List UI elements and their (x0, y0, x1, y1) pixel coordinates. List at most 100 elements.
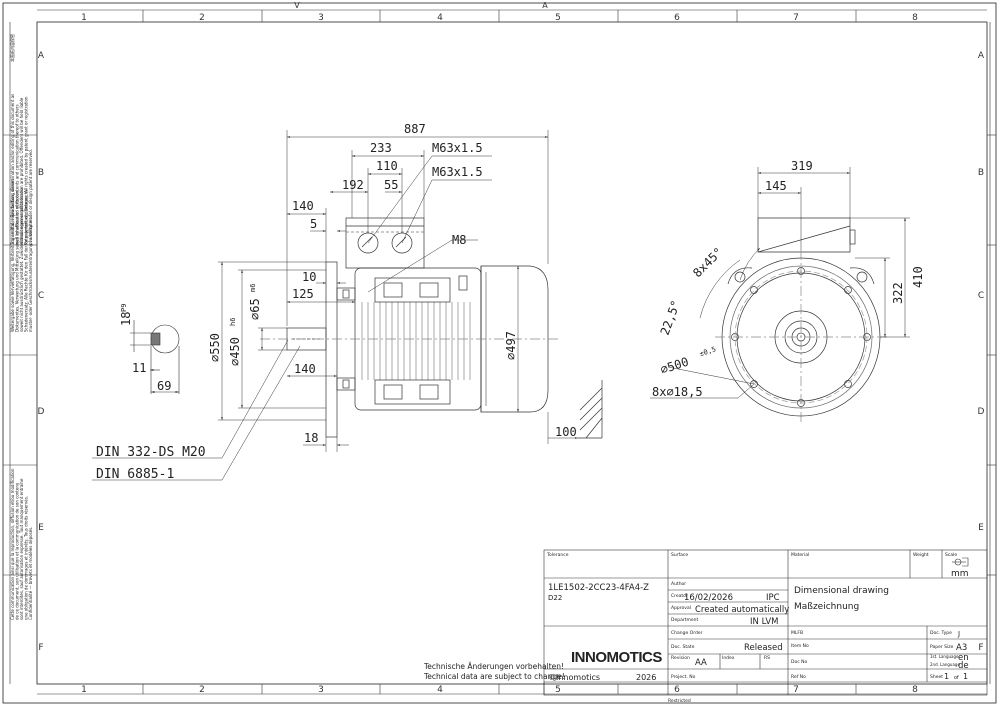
end-dimensions (650, 167, 910, 399)
mlfb-label: MLFB (791, 630, 803, 636)
copyright-year: 2026 (636, 673, 656, 682)
title-block (543, 549, 988, 696)
svg-text:Confidentialité — brevets et m: Confidentialité — brevets et modèles dép… (28, 526, 33, 620)
svg-text:of a utility model or design p: of a utility model or design patent are … (28, 149, 33, 245)
dim-322: 322 (891, 282, 905, 304)
dim-319: 319 (791, 159, 813, 173)
scale-symbol (952, 557, 969, 567)
title-en: Dimensional drawing (794, 586, 889, 596)
dim-410: 410 (911, 266, 925, 288)
dim-140-top: 140 (292, 199, 314, 213)
sheet-label: Sheet (930, 674, 943, 680)
row-label-d: D (38, 407, 45, 417)
lang1-label: 1st. Language (930, 654, 959, 659)
dim-192: 192 (342, 178, 364, 192)
row-label-a: A (38, 51, 45, 61)
svg-text:sont interdites, sauf autorisa: sont interdites, sauf autorisation expre… (19, 478, 24, 620)
dim-angle-22-5: 22,5° (658, 298, 684, 337)
side-dimensions (92, 130, 578, 481)
col-label-bottom-2: 2 (199, 685, 205, 695)
row-label-f: F (38, 643, 43, 653)
creator-date: 16/02/2026 (684, 593, 733, 603)
dim-233: 233 (370, 141, 392, 155)
svg-text:une obligation de dommages et: une obligation de dommages et intérêts. … (24, 496, 29, 620)
paper-size-value: A3 (956, 643, 967, 653)
row-label-right-b: B (978, 168, 984, 178)
svg-text:Cette communication ainsi que: Cette communication ainsi que la reprodu… (10, 468, 15, 620)
col-label-bottom-1: 1 (81, 685, 87, 695)
col-label-bottom-8: 8 (912, 685, 918, 695)
din-332-label: DIN 332-DS M20 (96, 445, 206, 460)
notice-de: Technische Änderungen vorbehalten! (423, 662, 564, 671)
svg-text:for payment of damages. All ri: for payment of damages. All rights creat… (24, 96, 29, 245)
row-label-right-e: E (978, 523, 984, 533)
side-view-motor (260, 217, 603, 439)
title-de: Maßzeichnung (794, 602, 859, 612)
lang1-value: en (958, 653, 969, 663)
doc-state-value: Released (744, 643, 783, 653)
dim-110: 110 (376, 159, 398, 173)
row-label-e: E (38, 523, 44, 533)
svg-text:muster- oder Geschmacksmustere: muster- oder Geschmacksmustereintragung … (28, 217, 33, 332)
dim-m8: M8 (452, 233, 466, 247)
dim-dia-497: ⌀497 (504, 331, 518, 360)
project-label: Project. No (671, 674, 696, 680)
doc-type-label: Doc. Type (930, 630, 952, 636)
part-number: 1LE1502-2CC23-4FA4-Z (548, 583, 649, 593)
brand-logo: INNOMOTICS (571, 649, 662, 666)
col-label-bottom-5: 5 (555, 685, 561, 695)
doc-no-label: Doc No (791, 659, 807, 665)
change-order-label: Change Order (671, 630, 703, 636)
creator-label: Creator (671, 593, 688, 599)
creator-org: IPC (766, 593, 780, 603)
dim-55: 55 (384, 178, 398, 192)
surface-label: Surface (671, 552, 688, 558)
lang2-label: 2nd. Language (930, 662, 960, 667)
din-6885-label: DIN 6885-1 (96, 467, 174, 482)
dim-overall-length: 887 (404, 122, 426, 136)
dim-holes-8x: 8x⌀18,5 (652, 385, 703, 399)
svg-text:Schadenersatz. Alle Rechte für: Schadenersatz. Alle Rechte für den Fall … (24, 188, 29, 332)
col-label-5: 5 (555, 13, 561, 23)
col-label-bottom-4: 4 (437, 685, 443, 695)
sheet-total: 1 (963, 672, 968, 681)
dim-thread-2: M63x1.5 (432, 165, 483, 179)
author-label: Author (671, 581, 686, 587)
weight-label: Weight (913, 552, 929, 558)
notice-en: Technical data are subject to change! (423, 672, 565, 681)
department-label: Department (671, 617, 698, 623)
row-label-right-c: C (978, 291, 984, 301)
approval-value: Created automatically (695, 605, 789, 615)
department-value: IN LVM (750, 617, 779, 627)
tolerance-label: Tolerance (546, 552, 569, 558)
dim-10: 10 (302, 270, 316, 284)
part-variant: D22 (548, 594, 562, 602)
col-label-4: 4 (437, 13, 443, 23)
legal-notes: Transmittal, reproduction, dissemination… (9, 34, 33, 620)
approval-label: Approval (671, 605, 691, 611)
svg-text:Weitergabe sowie Vervielfältig: Weitergabe sowie Vervielfältigung, Verbr… (10, 179, 15, 332)
revision-value: AA (695, 658, 707, 668)
key-dim-18: 18 (119, 312, 133, 326)
col-label-8: 8 (912, 13, 918, 23)
doc-state-label: Doc. State (671, 644, 695, 650)
dim-dia-65-tol: m6 (249, 284, 257, 292)
item-no-label: Item No (791, 643, 809, 649)
dim-thread-1: M63x1.5 (432, 141, 483, 155)
key-dim-69: 69 (157, 379, 171, 393)
svg-text:soweit nicht ausdrücklich gest: soweit nicht ausdrücklich gestattet. Zuw… (19, 188, 24, 332)
col-label-1: 1 (81, 13, 87, 23)
restricted-label: Restricted (668, 698, 691, 704)
svg-text:well as utilization of its con: well as utilization of its contents and … (15, 104, 20, 245)
row-label-right-f: F (978, 643, 983, 653)
col-label-7: 7 (793, 13, 799, 23)
index-value: RS (764, 655, 770, 661)
svg-text:Dokumentes, Verwertung und Mit: Dokumentes, Verwertung und Mitteilung se… (15, 190, 20, 332)
sheet-no: 1 (944, 672, 949, 681)
lang2-value: de (958, 661, 969, 671)
col-label-6: 6 (674, 13, 680, 23)
dim-140-bottom: 140 (294, 362, 316, 376)
dim-pcd-500-tol: ±0,5 (699, 345, 718, 358)
row-label-right-d: D (978, 407, 985, 417)
